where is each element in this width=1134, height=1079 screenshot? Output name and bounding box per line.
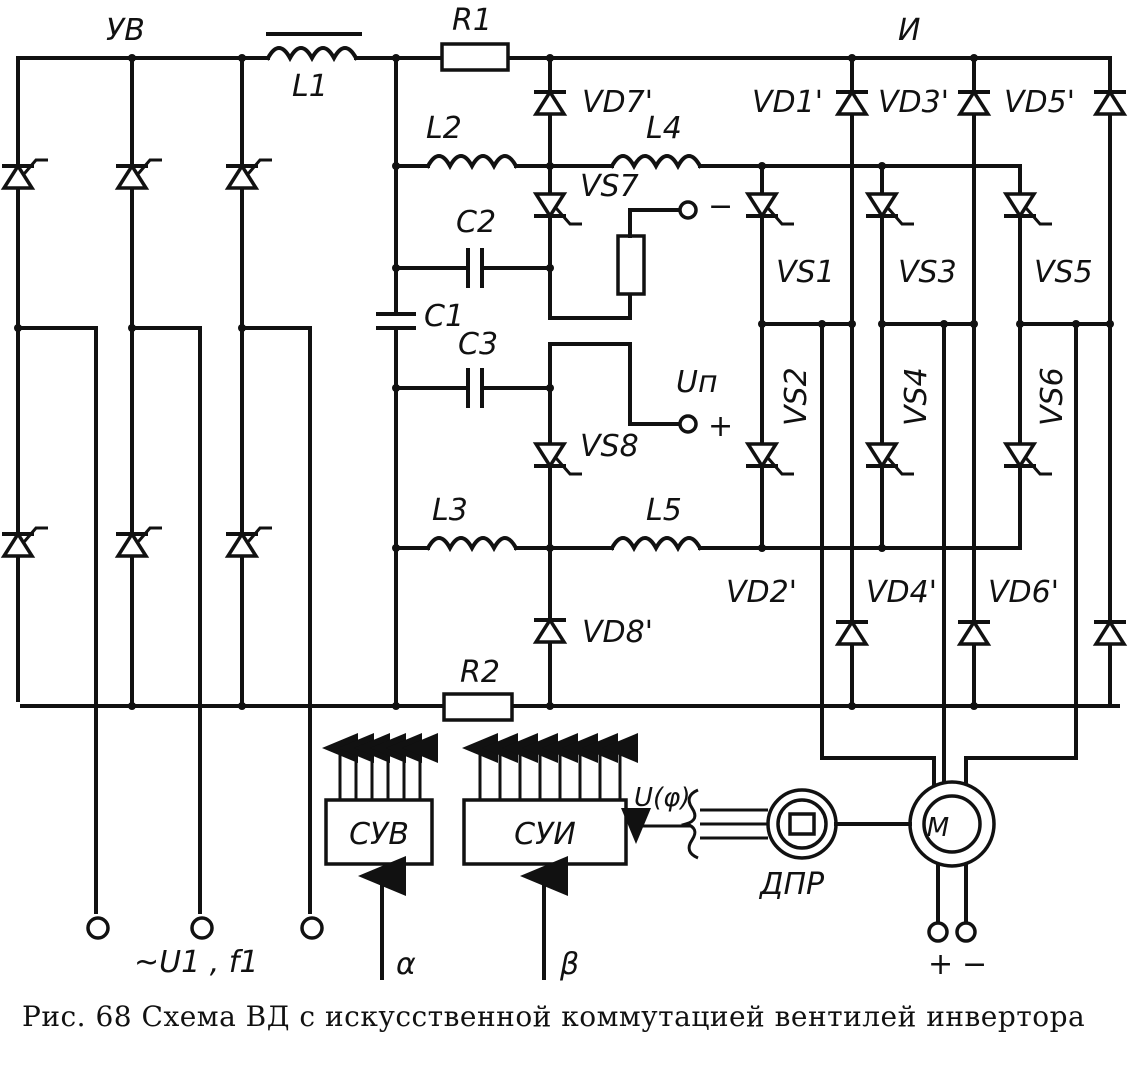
control-rectifier-block [322,733,438,980]
motor-terminal-minus [955,921,977,943]
rotor-position-sensor [680,788,912,860]
label-control-inverter: СУИ [514,817,576,852]
label-inverter: И [898,13,920,48]
label-C3: C3 [458,327,498,362]
label-VD5: VD5' [1004,85,1075,120]
label-L4: L4 [646,111,682,146]
label-aux-minus: − [708,189,733,224]
motor-terminal-plus [927,921,949,943]
label-motor: M [927,813,949,843]
inverter-bridge [746,54,1126,792]
rectifier-bridge [2,54,1120,940]
label-VS2: VS2 [779,367,814,426]
label-control-rectifier: СУВ [349,817,409,852]
resistor-R2 [442,692,514,722]
label-R1: R1 [452,3,492,38]
resistor-R1 [440,42,510,72]
label-aux-plus: + [708,409,733,444]
label-VD3: VD3' [878,85,949,120]
label-VS8: VS8 [580,429,639,464]
label-rectifier: УВ [106,13,145,48]
label-VD4: VD4' [866,575,937,610]
label-VS7: VS7 [580,169,639,204]
label-L5: L5 [646,493,682,528]
ac-terminal-2 [190,916,214,940]
ac-terminal-1 [86,916,110,940]
label-VD8: VD8' [582,615,653,650]
label-dc-plus: + [928,947,953,982]
label-VS4: VS4 [899,367,934,426]
label-supply: ~U1 , f1 [134,945,258,980]
label-alpha: α [396,947,416,982]
motor [908,780,996,943]
label-C1: C1 [424,299,464,334]
label-aux-supply: Uп [676,365,718,400]
aux-terminal-plus [678,414,698,434]
label-VD7: VD7' [582,85,653,120]
label-VD1: VD1' [752,85,823,120]
resistor-aux [616,234,646,296]
label-VS5: VS5 [1034,255,1093,290]
commutation-unit [376,54,1022,710]
ac-terminal-3 [300,916,324,940]
figure-caption: Рис. 68 Схема ВД с искусственной коммута… [22,1000,1086,1033]
label-R2: R2 [460,655,500,690]
label-dc-minus: − [962,947,987,982]
label-L1: L1 [292,69,328,104]
label-position-signal: U(φ) [634,783,690,813]
label-beta: β [559,947,579,982]
aux-terminal-minus [678,200,698,220]
label-L3: L3 [432,493,468,528]
control-inverter-block [462,733,690,980]
label-L2: L2 [426,111,462,146]
label-VS6: VS6 [1035,367,1070,426]
label-rotor-sensor: ДПР [758,867,825,902]
label-C2: C2 [456,205,496,240]
label-VS1: VS1 [776,255,835,290]
label-VD6: VD6' [988,575,1059,610]
circuit-diagram: УВ ~U1 , f1 L1 R1 R2 [2,3,1126,982]
label-VD2: VD2' [726,575,797,610]
label-VS3: VS3 [898,255,957,290]
inductor-L1 [265,32,364,63]
